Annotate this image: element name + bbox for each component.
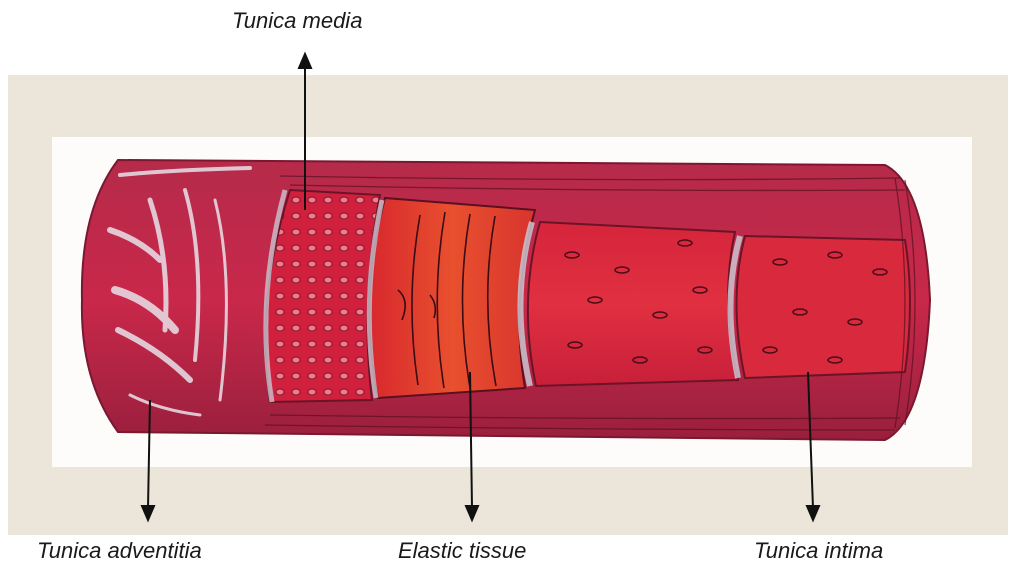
arrow-tunica-media-head — [299, 54, 311, 68]
tunica-media-section — [266, 190, 381, 402]
label-elastic-tissue: Elastic tissue — [398, 538, 526, 564]
label-tunica-adventitia: Tunica adventitia — [37, 538, 202, 564]
elastic-tissue-section — [369, 198, 535, 398]
tunica-intima-section — [737, 236, 911, 378]
label-tunica-intima: Tunica intima — [754, 538, 883, 564]
label-tunica-media: Tunica media — [232, 8, 362, 34]
